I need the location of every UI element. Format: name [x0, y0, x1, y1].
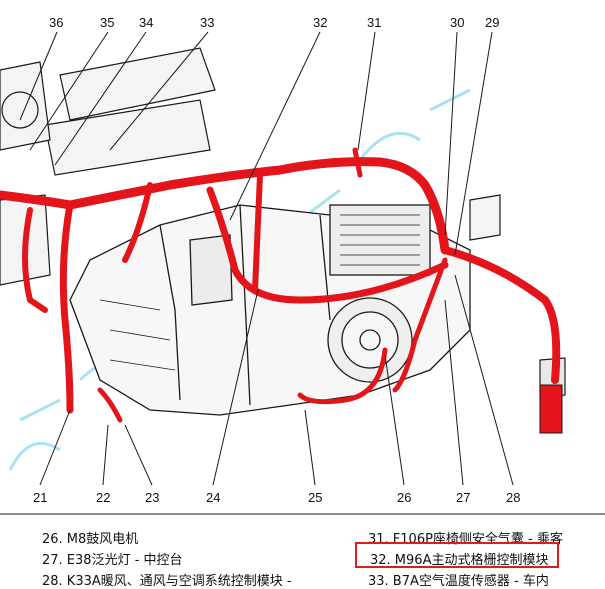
callout-32: 32 [313, 15, 327, 30]
wiring-harness-diagram: 36 35 34 33 32 31 30 29 21 22 23 24 25 2… [0, 15, 605, 515]
callout-27: 27 [456, 490, 470, 505]
callout-29: 29 [485, 15, 499, 30]
legend-item-28: 28. K33A暖风、通风与空调系统控制模块 - [42, 574, 292, 589]
callout-31: 31 [367, 15, 381, 30]
legend-item-33: 33. B7A空气温度传感器 - 车内 [368, 574, 549, 589]
callout-26: 26 [397, 490, 411, 505]
harness-connector-large [539, 384, 563, 434]
callout-25: 25 [308, 490, 322, 505]
legend-item-26: 26. M8鼓风电机 [42, 532, 139, 547]
hvac-unit [69, 204, 471, 416]
legend-item-27: 27. E38泛光灯 - 中控台 [42, 553, 183, 568]
callout-23: 23 [145, 490, 159, 505]
callout-21: 21 [33, 490, 47, 505]
callout-numbers: 36 35 34 33 32 31 30 29 21 22 23 24 25 2… [33, 15, 520, 505]
callout-33: 33 [200, 15, 214, 30]
callout-34: 34 [139, 15, 153, 30]
callout-28: 28 [506, 490, 520, 505]
legend-highlight-box [355, 542, 559, 568]
callout-24: 24 [206, 490, 220, 505]
callout-35: 35 [100, 15, 114, 30]
legend-item-32: 32. M96A主动式格栅控制模块 [370, 553, 549, 568]
callout-22: 22 [96, 490, 110, 505]
callout-36: 36 [49, 15, 63, 30]
wiring-harness [0, 147, 561, 423]
leader-lines [19, 31, 514, 486]
callout-30: 30 [450, 15, 464, 30]
